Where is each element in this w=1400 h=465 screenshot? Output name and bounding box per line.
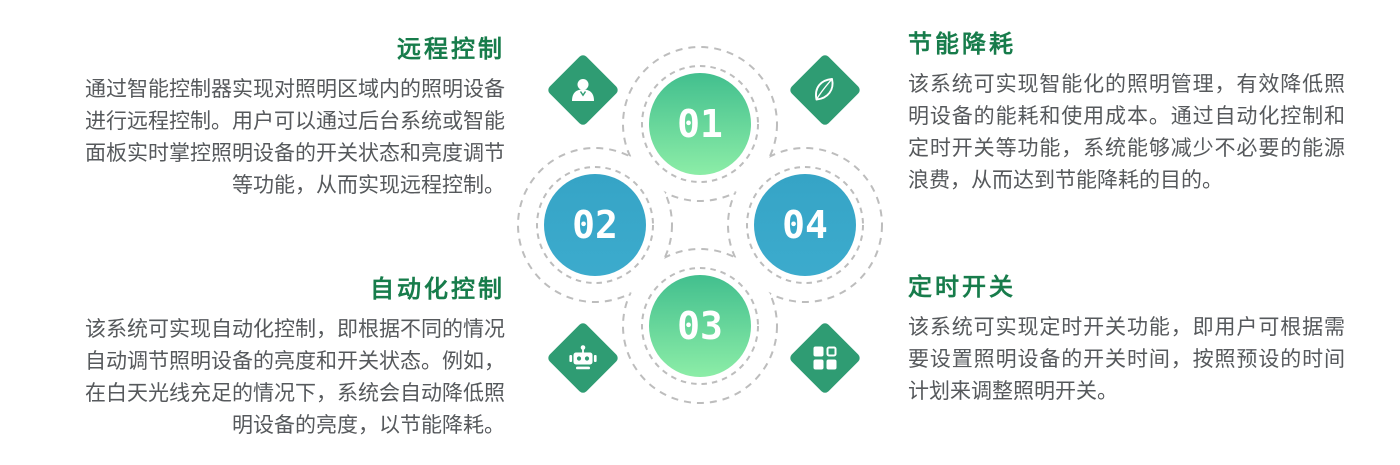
dashed-step-rings: [536, 65, 864, 385]
feature-title-remote-control: 远程控制: [397, 35, 505, 63]
user-icon: [548, 55, 618, 125]
step-circle-03: 03: [649, 275, 751, 377]
feature-title-automation-control: 自动化控制: [370, 275, 505, 303]
feature-block-automation-control: 自动化控制 该系统可实现自动化控制，即根据不同的情况自动调节照明设备的亮度和开关…: [85, 274, 505, 441]
robot-icon: [548, 323, 618, 393]
dashed-clover-outline: [517, 46, 883, 404]
feature-body-remote-control: 通过智能控制器实现对照明区域内的照明设备进行远程控制。用户可以通过后台系统或智能…: [85, 77, 505, 197]
leaf-icon: [790, 55, 860, 125]
step-number-02: 02: [572, 203, 618, 247]
feature-body-automation-control: 该系统可实现自动化控制，即根据不同的情况自动调节照明设备的亮度和开关状态。例如，…: [85, 317, 505, 437]
feature-block-timed-switch: 定时开关 该系统可实现定时开关功能，即用户可根据需要设置照明设备的开关时间，按照…: [908, 272, 1345, 407]
feature-title-energy-saving: 节能降耗: [908, 30, 1016, 58]
step-number-04: 04: [782, 203, 828, 247]
grid-icon: [790, 323, 860, 393]
feature-body-timed-switch: 该系统可实现定时开关功能，即用户可根据需要设置照明设备的开关时间，按照预设的时间…: [908, 315, 1345, 403]
step-number-03: 03: [677, 304, 723, 348]
feature-block-energy-saving: 节能降耗 该系统可实现智能化的照明管理，有效降低照明设备的能耗和使用成本。通过自…: [908, 29, 1345, 196]
feature-title-timed-switch: 定时开关: [908, 273, 1016, 301]
step-circle-01: 01: [649, 73, 751, 175]
step-number-01: 01: [677, 102, 723, 146]
step-circle-04: 04: [754, 174, 856, 276]
process-diagram: 01 02 03 04: [517, 46, 883, 404]
diamond-badge: [790, 323, 860, 393]
feature-body-energy-saving: 该系统可实现智能化的照明管理，有效降低照明设备的能耗和使用成本。通过自动化控制和…: [908, 72, 1345, 192]
diamond-badge: [790, 55, 860, 125]
feature-block-remote-control: 远程控制 通过智能控制器实现对照明区域内的照明设备进行远程控制。用户可以通过后台…: [85, 34, 505, 201]
step-circle-02: 02: [544, 174, 646, 276]
